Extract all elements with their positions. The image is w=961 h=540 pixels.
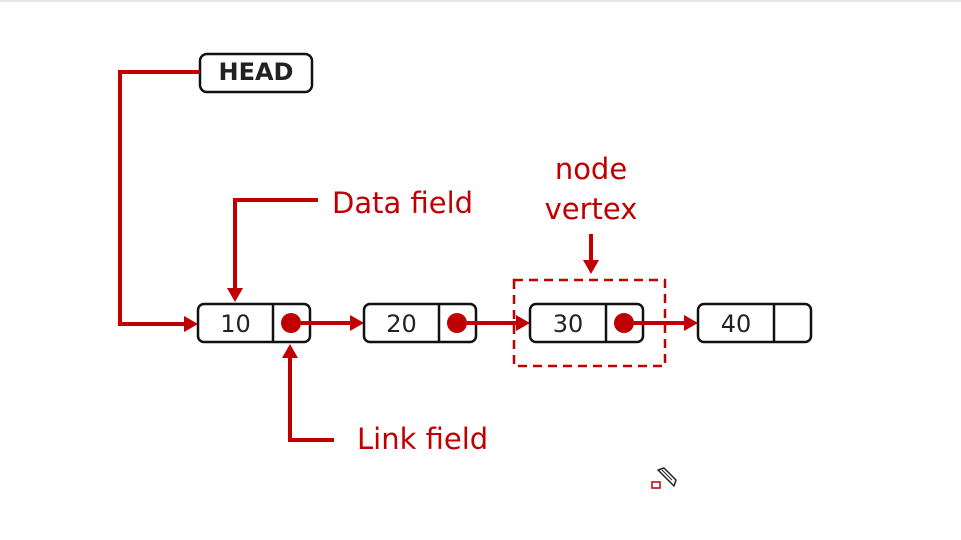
node-1-link-dot [281,313,301,333]
node-4 [696,302,813,344]
data-field-annotation: Data field [332,186,474,220]
node-4-box [696,302,813,344]
head-label: HEAD [218,58,294,86]
node-highlight-dashed-box [512,278,667,368]
node-annotation-line1: node [554,152,628,186]
node-annotation-line2: vertex [544,192,638,226]
node-vertex-pointer-arrowhead [583,260,599,274]
link-field-pointer-arrowhead [282,344,298,358]
node-2-value: 20 [386,310,417,338]
link-field-pointer-line [288,356,334,442]
head-connector-line [118,70,200,326]
node-3-value: 30 [552,310,584,338]
node-2-link-dot [447,313,467,333]
head-connector-arrowhead [184,316,198,332]
node-3 [528,302,645,344]
link-arrow-1-2-arrowhead [350,315,364,331]
data-field-pointer-arrowhead [227,288,243,302]
node-1 [196,302,312,344]
link-field-annotation: Link field [357,422,489,456]
node-3-link-dot [614,313,634,333]
node-2 [362,302,478,344]
node-1-value: 10 [220,310,251,338]
link-arrow-3-4-arrowhead [684,315,698,331]
node-4-value: 40 [720,310,752,338]
link-arrow-2-3-arrowhead [516,315,530,331]
pen-cursor-icon [651,467,677,489]
data-field-pointer-line [233,198,318,290]
